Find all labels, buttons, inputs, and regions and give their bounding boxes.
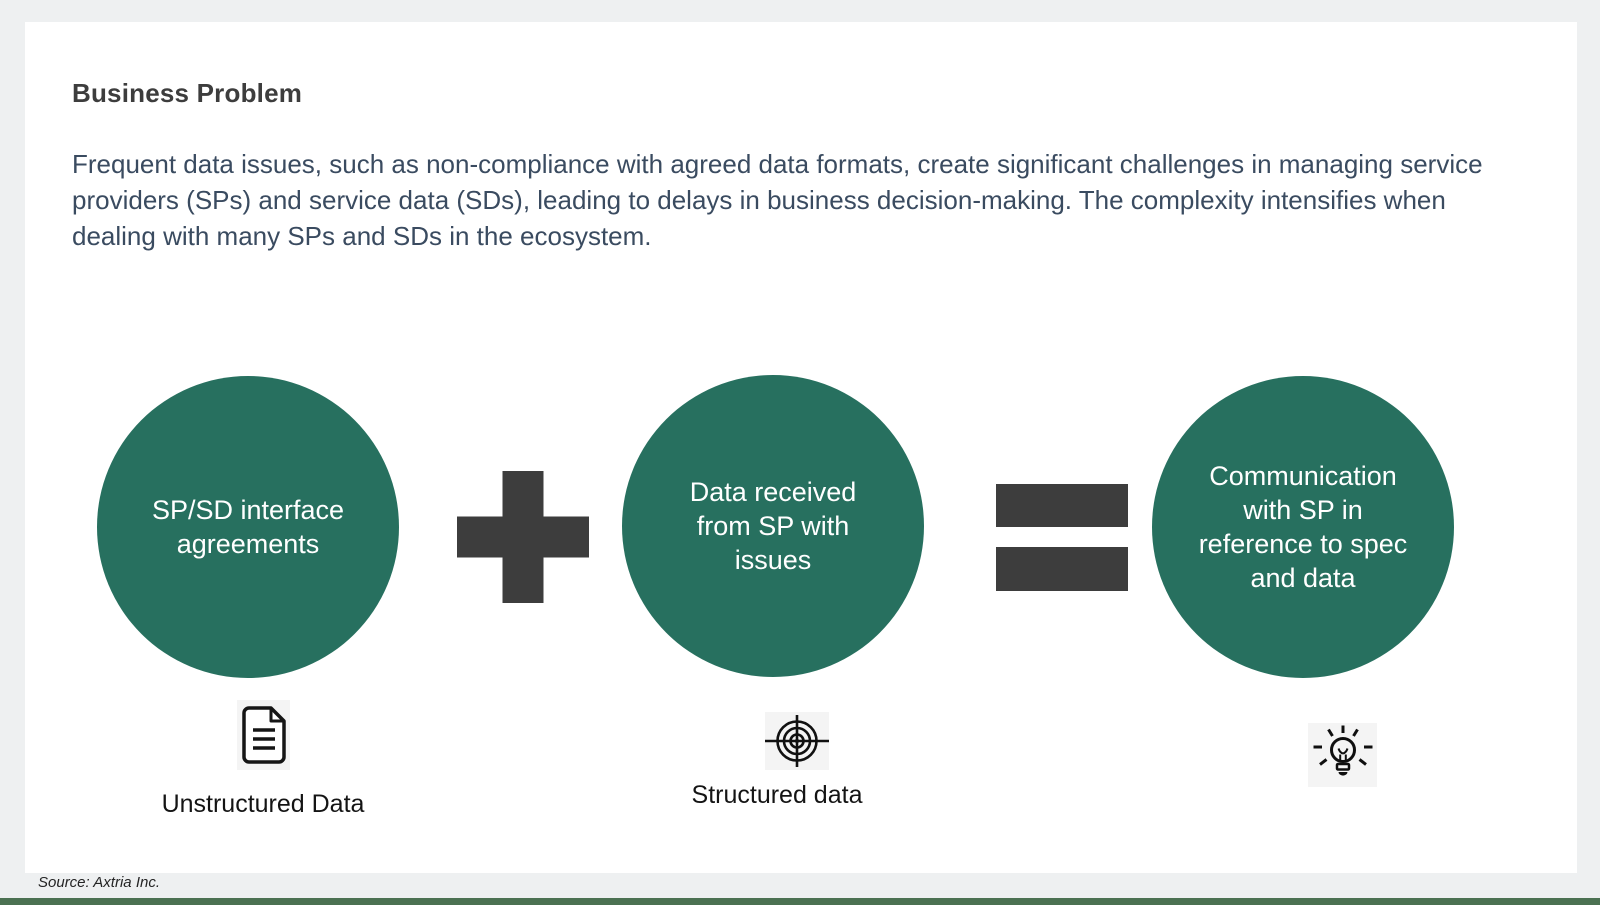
caption-unstructured-data: Unstructured Data	[161, 790, 365, 818]
target-icon	[765, 712, 829, 770]
source-note: Source: Axtria Inc.	[38, 874, 160, 891]
circle-data-received: Data received from SP with issues	[622, 375, 924, 677]
plus-icon	[457, 471, 589, 608]
circle-label: Data received from SP with issues	[689, 477, 857, 575]
circle-label: SP/SD interface agreements	[151, 495, 345, 559]
caption-structured-data: Structured data	[691, 781, 863, 809]
circle-communication: Communication with SP in reference to sp…	[1152, 376, 1454, 678]
circle-label: Communication with SP in reference to sp…	[1198, 461, 1408, 593]
page-title: Business Problem	[72, 78, 303, 108]
equals-icon	[996, 484, 1128, 596]
lightbulb-icon	[1308, 723, 1377, 787]
circle-sp-sd-agreements: SP/SD interface agreements	[97, 376, 399, 678]
problem-description: Frequent data issues, such as non-compli…	[72, 149, 1483, 251]
slide-card: Business Problem Frequent data issues, s…	[25, 22, 1577, 873]
document-icon	[237, 700, 290, 770]
accent-bar	[0, 898, 1600, 905]
